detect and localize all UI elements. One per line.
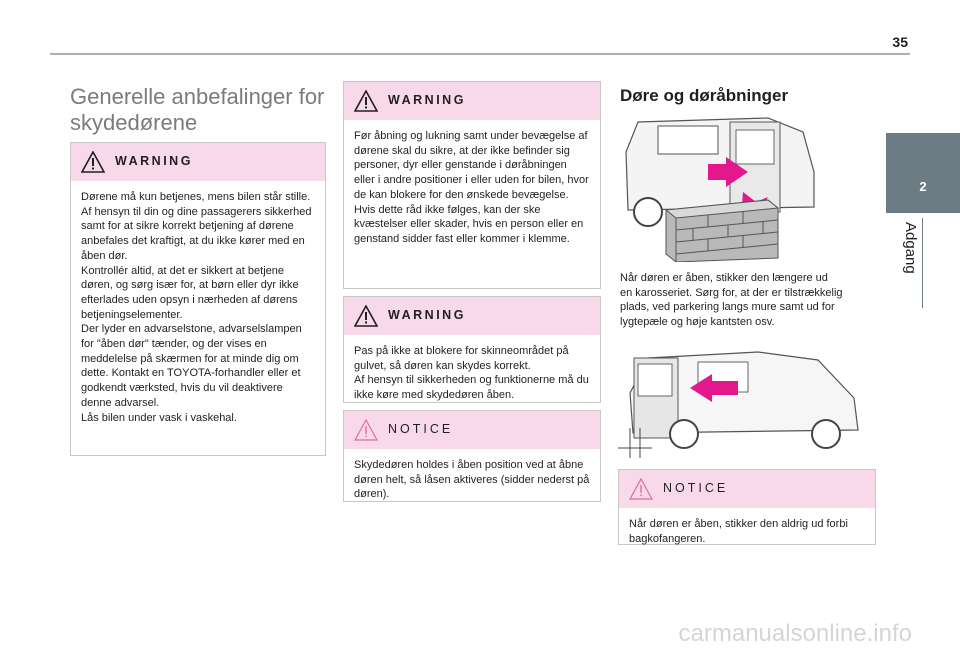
warning-text: Pas på ikke at blokere for skinneområdet…	[354, 345, 589, 402]
warning-title: WARNING	[388, 308, 466, 322]
van-open-door-illustration	[618, 351, 859, 458]
page-number: 35	[892, 34, 908, 50]
doors-paragraph: Når døren er åben, stikker den længere u…	[620, 272, 843, 328]
chapter-number: 2	[919, 179, 927, 194]
watermark: carmanualsonline.info	[678, 620, 912, 647]
section-title-general: Generelle anbefalinger for skydedørene	[70, 84, 325, 135]
warning-triangle-icon	[354, 90, 378, 112]
warning-text: Før åbning og lukning samt under bevægel…	[354, 130, 589, 245]
notice-box-lock: NOTICE Skydedøren holdes i åben position…	[343, 410, 601, 502]
warning-title: WARNING	[115, 154, 193, 168]
warning-box-movement: WARNING Før åbning og lukning samt under…	[343, 81, 601, 289]
van-wall-illustration	[625, 117, 815, 262]
warning-header: WARNING	[71, 143, 325, 181]
notice-header: NOTICE	[344, 411, 600, 449]
warning-header: WARNING	[344, 297, 600, 335]
notice-triangle-icon	[354, 419, 378, 441]
warning-box-rail: WARNING Pas på ikke at blokere for skinn…	[343, 296, 601, 403]
warning-title: WARNING	[388, 93, 466, 107]
notice-triangle-icon	[629, 478, 653, 500]
notice-box-bumper: NOTICE Når døren er åben, stikker den al…	[618, 469, 876, 545]
warning-box-doors: WARNING Dørene må kun betjenes, mens bil…	[70, 142, 326, 456]
notice-text: Skydedøren holdes i åben position ved at…	[354, 459, 590, 501]
notice-title: NOTICE	[388, 422, 454, 436]
notice-title: NOTICE	[663, 481, 729, 495]
section-title-doors: Døre og døråbninger	[620, 86, 789, 105]
notice-header: NOTICE	[619, 470, 875, 508]
chapter-label: Adgang	[902, 222, 919, 274]
warning-triangle-icon	[81, 151, 105, 173]
warning-header: WARNING	[344, 82, 600, 120]
warning-triangle-icon	[354, 305, 378, 327]
chapter-tab[interactable]: 2	[886, 133, 960, 213]
chapter-divider	[922, 218, 923, 308]
notice-text: Når døren er åben, stikker den aldrig ud…	[629, 518, 848, 545]
warning-text: Dørene må kun betjenes, mens bilen står …	[81, 191, 312, 424]
header-rule	[50, 53, 910, 55]
